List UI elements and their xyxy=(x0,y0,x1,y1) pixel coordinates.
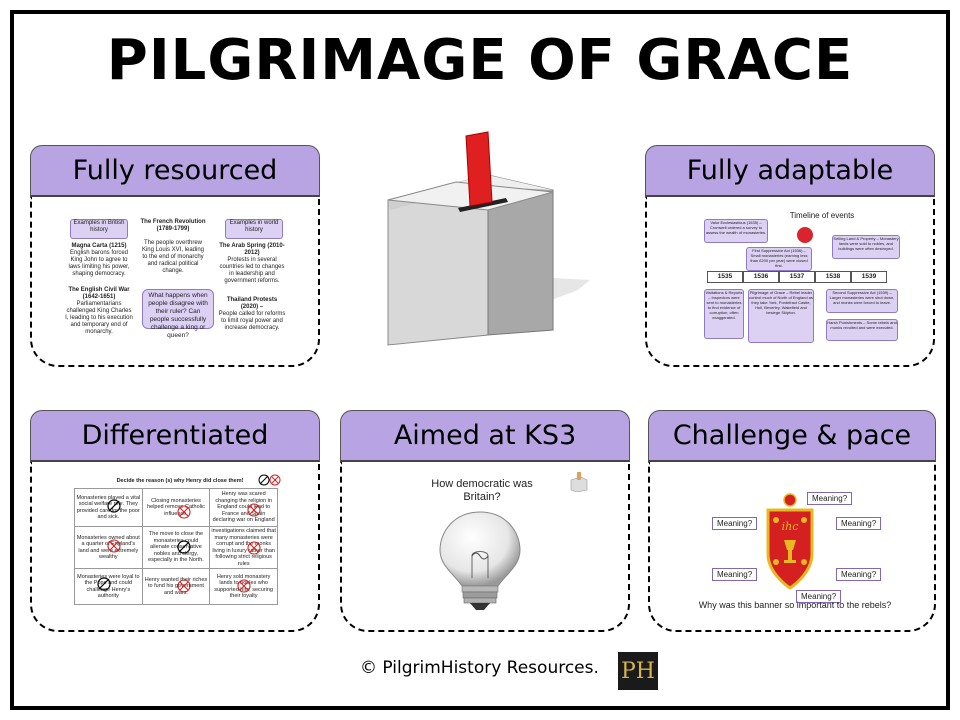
selling-box: Selling Land & Property – Monastery land… xyxy=(832,235,900,259)
thailand-title: Thailand Protests (2020) – xyxy=(226,297,278,310)
meaning-label: Meaning? xyxy=(712,568,758,581)
card-body: How democratic was Britain? xyxy=(340,462,630,632)
civil-war-title: The English Civil War (1642-1651) xyxy=(68,287,130,300)
grid-cell[interactable]: Closing monasteries helped remove Cathol… xyxy=(141,488,211,527)
civil-war-text: Parliamentarians challenged King Charles… xyxy=(65,301,133,335)
card-heading: Fully resourced xyxy=(30,145,320,197)
thailand-text: People called for reforms to limit royal… xyxy=(218,311,286,331)
meaning-label: Meaning? xyxy=(796,590,842,603)
card-heading: Aimed at KS3 xyxy=(340,410,630,462)
ballot-box-icon xyxy=(387,131,590,346)
card-challenge-pace: Challenge & pace Meaning? Meaning? Meani… xyxy=(648,410,936,632)
page-title: PILGRIMAGE OF GRACE xyxy=(106,28,854,93)
meaning-label: Meaning? xyxy=(712,517,758,530)
year-row: 1535 1536 1537 1538 1539 xyxy=(707,271,887,283)
first-act-box: First Suppressive Act (1536) – Small mon… xyxy=(746,247,812,271)
copyright-text: © PilgrimHistory Resources. xyxy=(360,658,599,678)
play-icon xyxy=(797,227,813,243)
card-fully-adaptable: Fully adaptable Timeline of events Valor… xyxy=(645,145,935,367)
reasons-grid: Monasteries played a vital social welfar… xyxy=(74,488,278,605)
year-1537: 1537 xyxy=(779,271,815,283)
grid-cell[interactable]: Monasteries played a vital social welfar… xyxy=(74,488,143,527)
grid-cell[interactable]: investigations claimed that many monaste… xyxy=(209,526,278,569)
visitations-box: Visitations & Reports – Inspectors were … xyxy=(704,289,744,339)
timeline-preview: Timeline of events Valor Ecclesiasticus … xyxy=(702,207,902,347)
valor-box: Valor Ecclesiasticus (1535) – Cromwell o… xyxy=(704,219,768,243)
grid-cell[interactable]: Monasteries owned about a quarter of Eng… xyxy=(74,526,143,569)
card-heading: Differentiated xyxy=(30,410,320,462)
second-act-box: Second Suppressive Act (1539) – Larger m… xyxy=(826,289,898,313)
mini-ballot-icon xyxy=(570,472,588,492)
year-1536: 1536 xyxy=(743,271,779,283)
meaning-label: Meaning? xyxy=(836,568,882,581)
card-body: Timeline of events Valor Ecclesiasticus … xyxy=(645,197,935,367)
banner-question: Why was this banner so important to the … xyxy=(698,600,892,610)
grid-cell[interactable]: Henry wanted their riches to fund his go… xyxy=(141,568,211,605)
question-box: What happens when people disagree with t… xyxy=(142,289,214,339)
harsh-box: Harsh Punishments – Some rebels and monk… xyxy=(826,319,898,341)
grid-cell[interactable]: Henry was scared changing the religion i… xyxy=(209,488,278,527)
card-body: Decide the reason (s) why Henry did clos… xyxy=(30,462,320,632)
box-british-history: Examples in British history xyxy=(70,219,128,239)
card-heading: Challenge & pace xyxy=(648,410,936,462)
card-body: Examples in British history Examples in … xyxy=(30,197,320,367)
year-1538: 1538 xyxy=(815,271,851,283)
grid-cell[interactable]: Henry sold monastery lands to nobles who… xyxy=(209,568,278,605)
slide-frame xyxy=(10,10,950,710)
year-1539: 1539 xyxy=(851,271,887,283)
grid-cell[interactable]: Monasteries were loyal to the Pope and c… xyxy=(74,568,143,605)
grid-cell[interactable]: The move to close the monasteries could … xyxy=(141,526,211,569)
worksheet-instruction: Decide the reason (s) why Henry did clos… xyxy=(116,478,244,484)
arab-spring-text: Protests in several countries led to cha… xyxy=(219,257,285,284)
five-wounds-banner-icon: ihc xyxy=(766,493,814,590)
resource-preview: Examples in British history Examples in … xyxy=(62,209,287,349)
magna-title: Magna Carta (1215) xyxy=(71,243,127,249)
arab-spring-title: The Arab Spring (2010-2012) xyxy=(219,243,285,256)
lightbulb-icon xyxy=(439,511,521,610)
magna-text: English barons forced King John to agree… xyxy=(68,250,130,277)
card-heading: Fully adaptable xyxy=(645,145,935,197)
worksheet-preview: Decide the reason (s) why Henry did clos… xyxy=(72,474,282,606)
box-world-history: Examples in world history xyxy=(225,219,283,239)
french-rev-title: The French Revolution (1789-1799) xyxy=(140,219,206,232)
pilgrimhistory-logo: PH xyxy=(618,652,658,690)
meaning-label: Meaning? xyxy=(807,492,853,505)
pilgrimage-box: Pilgrimage of Grace – Rebel leader contr… xyxy=(748,289,814,343)
card-differentiated: Differentiated Decide the reason (s) why… xyxy=(30,410,320,632)
banner-text: ihc xyxy=(782,520,799,533)
french-rev-text: The people overthrew King Louis XVI, lea… xyxy=(141,240,205,274)
no-cross-icon xyxy=(258,474,281,486)
timeline-title: Timeline of events xyxy=(789,211,855,220)
year-1535: 1535 xyxy=(707,271,743,283)
card-fully-resourced: Fully resourced Examples in British hist… xyxy=(30,145,320,367)
ks3-question: How democratic was Britain? xyxy=(431,478,533,503)
card-body: Meaning? Meaning? Meaning? Meaning? Mean… xyxy=(648,462,936,632)
card-aimed-at-ks3: Aimed at KS3 How democratic was Britain? xyxy=(340,410,630,632)
meaning-label: Meaning? xyxy=(836,517,882,530)
